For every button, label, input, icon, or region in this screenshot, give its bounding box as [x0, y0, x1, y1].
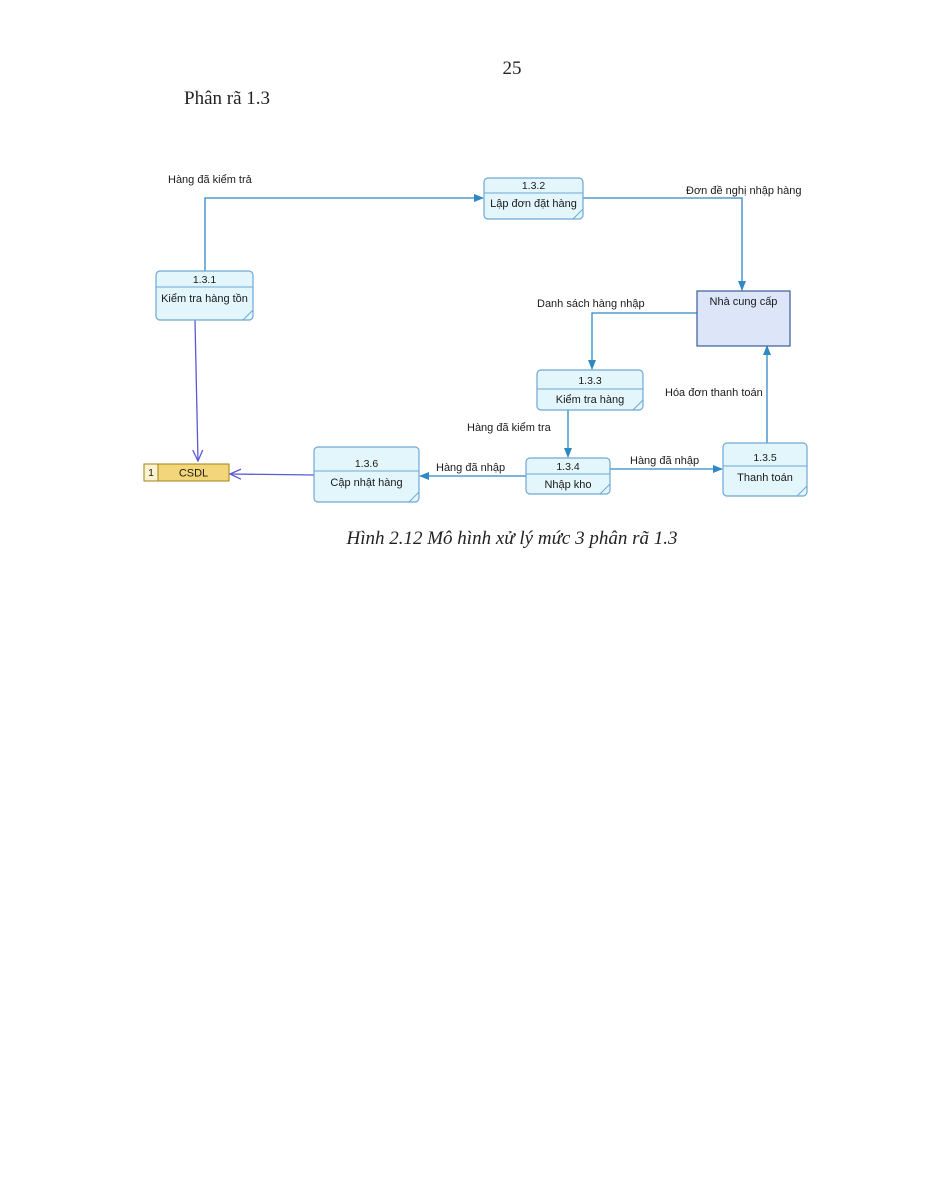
flow-131-to-datastore	[195, 319, 198, 461]
figure-caption: Hình 2.12 Mô hình xử lý mức 3 phân rã 1.…	[346, 528, 678, 549]
process-id: 1.3.6	[355, 458, 379, 470]
process-name: Thanh toán	[737, 472, 793, 484]
process-id: 1.3.5	[753, 452, 777, 464]
page-number: 25	[502, 58, 522, 79]
process-name: Nhập kho	[544, 479, 591, 491]
flow-label-hang-da-kiem-tra-1: Hàng đã kiểm trả	[168, 174, 253, 186]
process-1-3-6: 1.3.6 Cập nhật hàng	[313, 446, 420, 503]
process-name: Cập nhật hàng	[330, 477, 402, 489]
flow-label-danh-sach-hang-nhap: Danh sách hàng nhập	[537, 298, 645, 310]
section-title: Phân rã 1.3	[184, 88, 271, 109]
datastore-name: CSDL	[179, 468, 208, 480]
process-name: Kiểm tra hàng	[556, 394, 624, 406]
process-1-3-4: 1.3.4 Nhập kho	[525, 457, 611, 495]
external-entity-supplier: Nhà cung cấp	[696, 290, 791, 347]
flow-label-don-de-nghi: Đơn đề nghị nhập hàng	[686, 185, 801, 197]
flow-131-to-132	[204, 194, 484, 271]
process-name: Kiểm tra hàng tồn	[161, 293, 248, 305]
flow-label-hang-da-nhap-1: Hàng đã nhập	[630, 455, 699, 467]
process-1-3-1: 1.3.1 Kiểm tra hàng tồn	[155, 270, 254, 321]
flow-label-hang-da-nhap-2: Hàng đã nhập	[436, 462, 505, 474]
process-1-3-5: 1.3.5 Thanh toán	[722, 442, 808, 497]
process-name: Lập đơn đặt hàng	[490, 198, 577, 210]
flow-label-hang-da-kiem-tra-2: Hàng đã kiểm tra	[467, 422, 552, 434]
process-id: 1.3.3	[578, 375, 602, 387]
process-id: 1.3.1	[193, 274, 217, 286]
flow-132-to-supplier	[583, 197, 746, 291]
process-id: 1.3.4	[556, 461, 580, 473]
process-1-3-3: 1.3.3 Kiểm tra hàng	[536, 369, 644, 411]
flow-136-to-datastore	[230, 474, 316, 475]
entity-name: Nhà cung cấp	[710, 296, 778, 308]
process-1-3-2: 1.3.2 Lập đơn đặt hàng	[483, 177, 584, 220]
flow-label-hoa-don-thanh-toan: Hóa đơn thanh toán	[665, 387, 763, 399]
datastore-csdl: 1 CSDL	[143, 463, 230, 482]
datastore-id: 1	[148, 467, 154, 479]
flow-supplier-to-133	[588, 312, 697, 370]
process-id: 1.3.2	[522, 180, 546, 192]
